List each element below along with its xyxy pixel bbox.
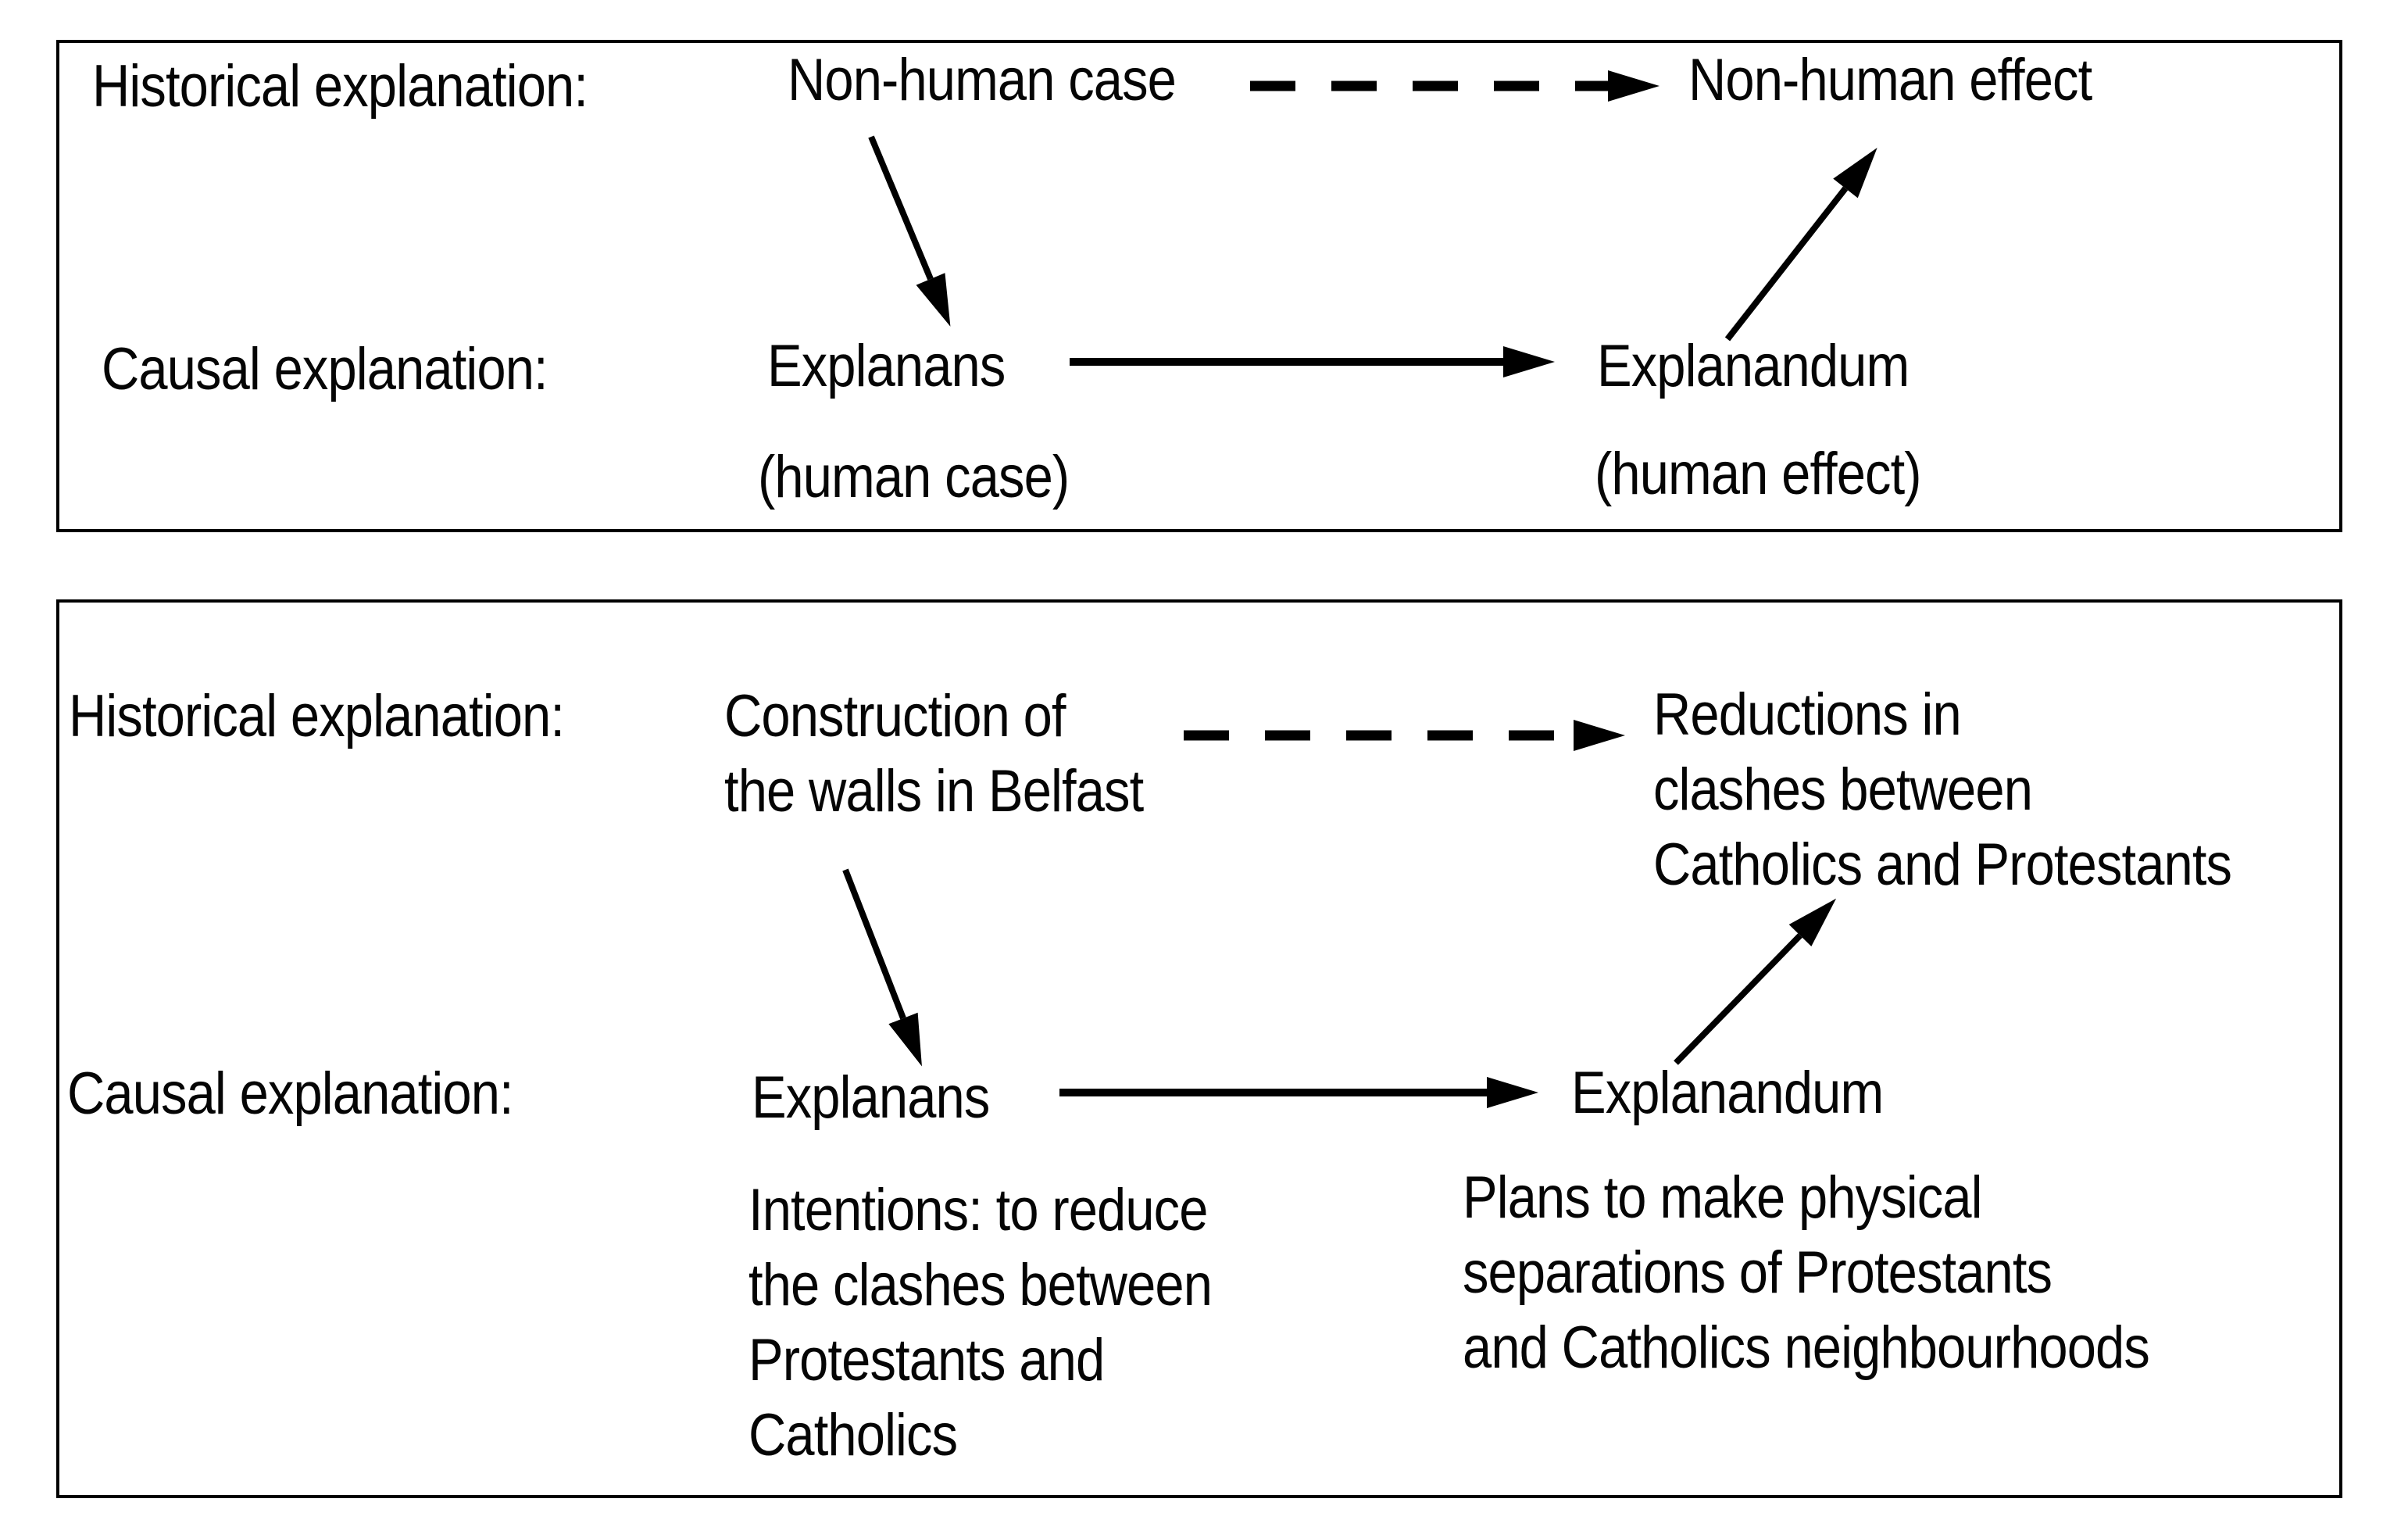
explanandum-note: (human effect) [1595, 441, 1922, 507]
plans-line-1: Plans to make physical [1463, 1164, 1983, 1231]
explanans-note: (human case) [758, 444, 1070, 510]
node-explanans: Explanans [767, 333, 1006, 399]
cause-line-2: the walls in Belfast [724, 758, 1144, 824]
node-nonhuman-case: Non-human case [788, 47, 1177, 113]
intentions-line-4: Catholics [748, 1402, 958, 1468]
node-nonhuman-effect: Non-human effect [1688, 47, 2092, 113]
effect-line-3: Catholics and Protestants [1653, 832, 2232, 898]
plans-line-2: separations of Protestants [1463, 1239, 2053, 1306]
intentions-line-1: Intentions: to reduce [748, 1177, 1208, 1243]
intentions-line-3: Protestants and [748, 1327, 1105, 1393]
causal-explanation-label: Causal explanation: [102, 336, 548, 402]
node-explanans: Explanans [752, 1064, 990, 1131]
explanans-note: Intentions: to reduce the clashes betwee… [748, 1173, 1213, 1473]
panel-general-schema: Historical explanation: Non-human case N… [56, 40, 2342, 532]
intentions-line-2: the clashes between [748, 1252, 1213, 1318]
effect-line-2: clashes between [1653, 756, 2033, 823]
node-construction-of-walls: Construction of the walls in Belfast [724, 679, 1144, 829]
effect-line-1: Reductions in [1653, 681, 1962, 748]
explanandum-note: Plans to make physical separations of Pr… [1463, 1161, 2150, 1386]
plans-line-3: and Catholics neighbourhoods [1463, 1314, 2150, 1381]
panel-belfast-example: Historical explanation: Construction of … [56, 599, 2342, 1498]
node-explanandum: Explanandum [1597, 333, 1910, 399]
node-reductions-in-clashes: Reductions in clashes between Catholics … [1653, 678, 2232, 903]
cause-line-1: Construction of [724, 683, 1066, 749]
causal-explanation-label: Causal explanation: [67, 1061, 514, 1127]
node-explanandum: Explanandum [1571, 1060, 1884, 1126]
historical-explanation-label: Historical explanation: [92, 53, 588, 120]
historical-explanation-label: Historical explanation: [69, 683, 565, 749]
